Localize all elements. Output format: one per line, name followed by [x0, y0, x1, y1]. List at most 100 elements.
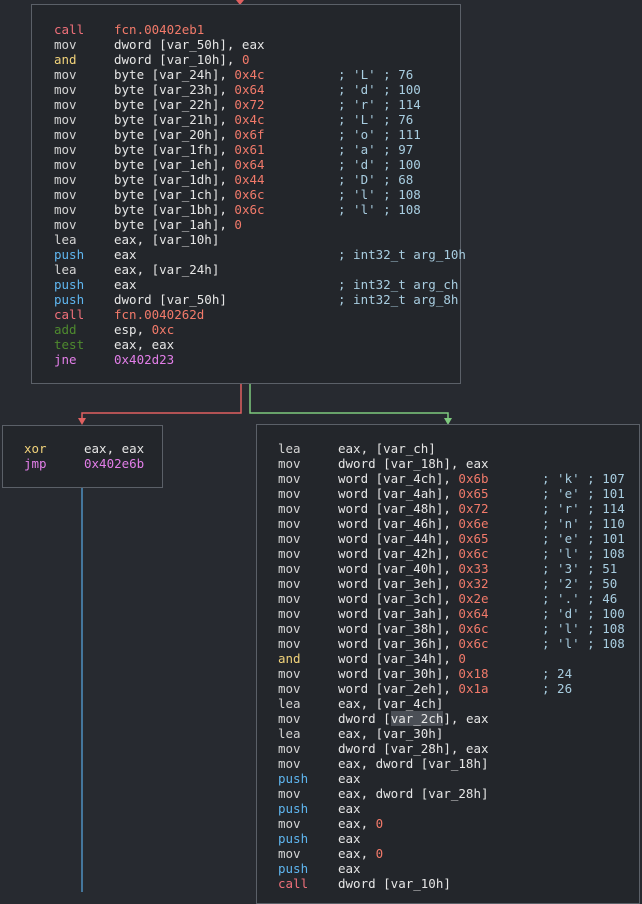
comment: ; int32_t arg_10h [338, 247, 466, 262]
mnemonic: mov [278, 816, 301, 831]
immediate-value: 0x2e [458, 591, 489, 606]
operand-text: byte [var_1bh], [114, 202, 235, 217]
operand-text: eax, dword [var_18h] [338, 756, 489, 771]
operand-text: word [var_2eh], [338, 681, 459, 696]
operands: dword [var_18h], eax [338, 456, 489, 471]
operand-text: eax [114, 247, 137, 262]
immediate-value: 0x64 [234, 82, 265, 97]
mnemonic: mov [278, 606, 301, 621]
operand-text: word [var_30h], [338, 666, 459, 681]
operand-text: eax, eax [114, 337, 175, 352]
mnemonic: mov [54, 187, 77, 202]
mnemonic: lea [54, 232, 77, 247]
operand-text: eax, [var_10h] [114, 232, 220, 247]
operands: eax [338, 831, 361, 846]
operands: word [var_3ch], 0x2e [338, 591, 489, 606]
operands: word [var_44h], 0x65 [338, 531, 489, 546]
operand-text: word [var_48h], [338, 501, 459, 516]
operand-text: dword [var_28h], eax [338, 741, 489, 756]
operands: dword [var_50h], eax [114, 37, 265, 52]
operands: eax [114, 277, 137, 292]
immediate-value: 0x65 [458, 486, 489, 501]
immediate-value: 0 [375, 846, 384, 861]
basic-block-main[interactable]: call fcn.00402eb1 mov dword [var_50h], eax a… [31, 4, 466, 384]
mnemonic: xor [24, 441, 47, 456]
jump-target[interactable]: 0x402d23 [114, 352, 175, 367]
operand-text: word [var_44h], [338, 531, 459, 546]
operands: fcn.00402eb1 [114, 22, 204, 37]
function-ref[interactable]: fcn.0040262d [114, 307, 205, 322]
operands: byte [var_1ch], 0x6c [114, 187, 265, 202]
mnemonic: mov [54, 142, 77, 157]
mnemonic: mov [278, 636, 301, 651]
operand-text: byte [var_1ah], [114, 217, 235, 232]
operands: esp, 0xc [114, 322, 174, 337]
mnemonic: and [278, 651, 301, 666]
operands: word [var_34h], 0 [338, 651, 466, 666]
operands: eax, [var_24h] [114, 262, 219, 277]
operands: eax, eax [84, 441, 144, 456]
operands: word [var_48h], 0x72 [338, 501, 489, 516]
operands: word [var_46h], 0x6e [338, 516, 489, 531]
mnemonic: mov [278, 456, 301, 471]
comment: ; 'r' ; 114 [338, 97, 421, 112]
mnemonic: mov [278, 741, 301, 756]
operand-text[interactable]: var_2ch [390, 711, 444, 726]
operands: dword [var_10h] [338, 876, 451, 891]
comment: ; 'l' ; 108 [542, 636, 625, 651]
operand-text: eax, [338, 846, 376, 861]
operands: eax, 0 [338, 816, 383, 831]
immediate-value: 0 [375, 816, 384, 831]
function-ref[interactable]: fcn.00402eb1 [114, 22, 205, 37]
mnemonic: mov [54, 172, 77, 187]
operands: word [var_42h], 0x6c [338, 546, 489, 561]
operand-text: eax, [338, 816, 376, 831]
mnemonic: mov [54, 67, 77, 82]
mnemonic: push [54, 277, 85, 292]
operands: eax, [var_30h] [338, 726, 443, 741]
operands: dword [var_10h], 0 [114, 52, 249, 67]
mnemonic: lea [54, 262, 77, 277]
immediate-value: 0x6c [234, 187, 265, 202]
mnemonic: mov [54, 37, 77, 52]
operand-text: byte [var_22h], [114, 97, 235, 112]
immediate-value: 0x6c [458, 621, 489, 636]
edge-true-arrow [444, 418, 452, 425]
operand-text: dword [ [338, 711, 391, 726]
comment: ; '3' ; 51 [542, 561, 618, 576]
immediate-value: 0x6e [458, 516, 489, 531]
operands: 0x402e6b [84, 456, 144, 471]
operand-text: eax [338, 801, 361, 816]
operands: eax, [var_10h] [114, 232, 219, 247]
jump-target[interactable]: 0x402e6b [84, 456, 145, 471]
mnemonic: call [54, 22, 85, 37]
mnemonic: test [54, 337, 85, 352]
comment: ; 'l' ; 108 [338, 202, 421, 217]
operands: dword [var_28h], eax [338, 741, 489, 756]
mnemonic: mov [278, 846, 301, 861]
mnemonic: mov [278, 591, 301, 606]
operand-text: eax, [var_4ch] [338, 696, 444, 711]
operands: word [var_4ch], 0x6b [338, 471, 489, 486]
comment: ; 'D' ; 68 [338, 172, 414, 187]
edge-false [81, 384, 242, 422]
operands: dword [var_2ch], eax [338, 711, 489, 726]
mnemonic: push [278, 771, 309, 786]
mnemonic: add [54, 322, 77, 337]
operand-text: eax, [var_30h] [338, 726, 444, 741]
operands: eax [338, 861, 361, 876]
operands: byte [var_1ah], 0 [114, 217, 242, 232]
mnemonic: lea [278, 726, 301, 741]
comment: ; 'o' ; 111 [338, 127, 421, 142]
immediate-value: 0x6c [458, 636, 489, 651]
comment: ; 'L' ; 76 [338, 67, 414, 82]
mnemonic: mov [278, 681, 301, 696]
operand-text: eax [338, 831, 361, 846]
operands: eax [114, 247, 137, 262]
operands: byte [var_1eh], 0x64 [114, 157, 265, 172]
mnemonic: push [278, 861, 309, 876]
comment: ; 'l' ; 108 [338, 187, 421, 202]
